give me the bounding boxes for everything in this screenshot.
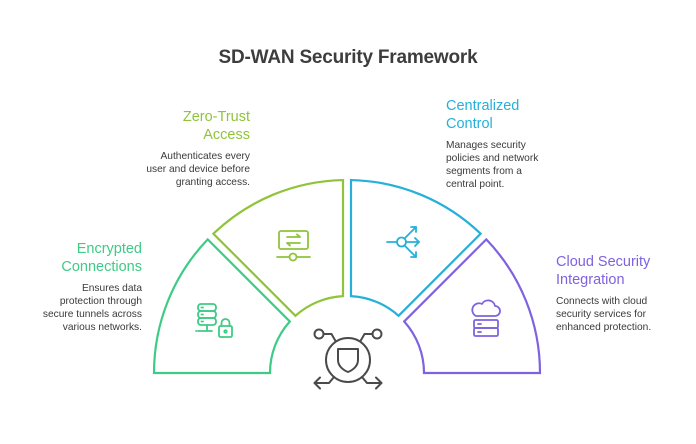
zero-trust-title: Zero-Trust Access <box>130 108 250 144</box>
cloud-title-line: Integration <box>556 272 625 288</box>
cloud-server-icon <box>471 299 501 337</box>
cloud-title-line: Cloud Security <box>556 254 651 270</box>
desc-line: various networks. <box>62 322 142 333</box>
centralized-title-line: Control <box>446 116 493 132</box>
network-split-icon <box>386 226 420 258</box>
zero-trust-description: Authenticates every user and device befo… <box>130 150 250 189</box>
cloud-description: Connects with cloud security services fo… <box>556 295 696 334</box>
desc-line: segments from a <box>446 166 522 177</box>
desc-line: Authenticates every <box>160 151 250 162</box>
segment-encrypted <box>152 237 292 375</box>
server-lock-icon <box>195 303 233 338</box>
shield-network-icon <box>313 328 383 390</box>
desc-line: granting access. <box>175 177 250 188</box>
monitor-exchange-icon <box>276 230 311 262</box>
centralized-title-line: Centralized <box>446 98 520 114</box>
desc-line: Ensures data <box>81 283 142 294</box>
page-title: SD-WAN Security Framework <box>218 47 478 68</box>
zero-trust-title-line: Access <box>203 127 250 143</box>
desc-line: protection through <box>59 296 142 307</box>
encrypted-title-line: Encrypted <box>76 241 142 257</box>
centralized-title: Centralized Control <box>446 97 586 133</box>
desc-line: central point. <box>446 179 505 190</box>
desc-line: policies and network <box>446 153 539 164</box>
desc-line: Connects with cloud <box>556 296 648 307</box>
centralized-description: Manages security policies and network se… <box>446 139 586 191</box>
cloud-title: Cloud Security Integration <box>556 253 696 289</box>
zero-trust-title-line: Zero-Trust <box>182 109 250 125</box>
desc-line: secure tunnels across <box>42 309 142 320</box>
encrypted-title: Encrypted Connections <box>20 240 142 276</box>
desc-line: enhanced protection. <box>556 322 652 333</box>
segment-centralized <box>349 178 483 318</box>
desc-line: user and device before <box>146 164 250 175</box>
desc-line: security services for <box>556 309 647 320</box>
encrypted-title-line: Connections <box>61 259 142 275</box>
segment-cloud <box>402 237 542 375</box>
encrypted-description: Ensures data protection through secure t… <box>20 282 142 334</box>
desc-line: Manages security <box>446 140 526 151</box>
